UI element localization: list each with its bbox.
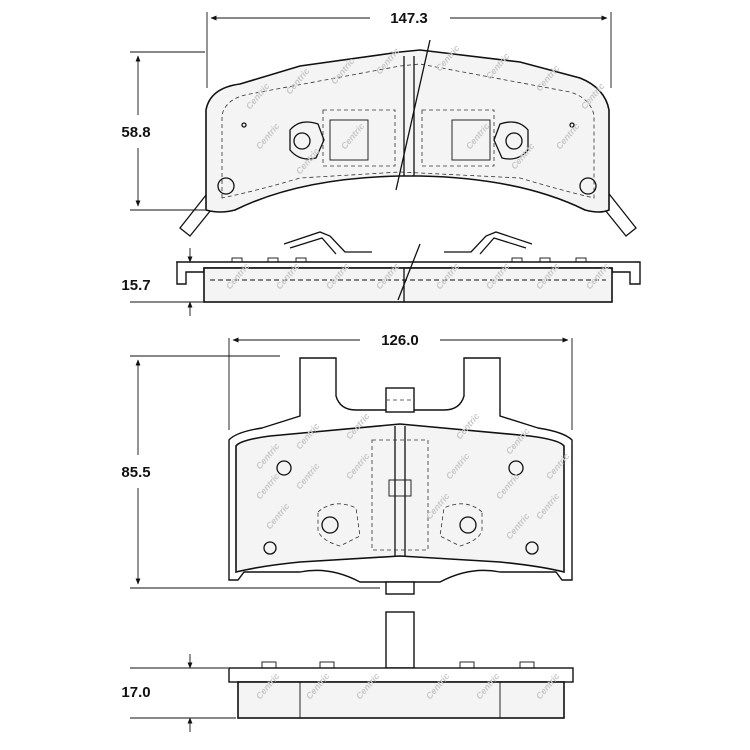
dimension-bottom-height: 85.5 [121, 355, 380, 589]
dim-label-bottom-thickness: 17.0 [121, 684, 150, 701]
bottom-pad-front-view [228, 357, 573, 595]
dimension-top-height: 58.8 [121, 51, 205, 211]
top-pad-front-view [179, 12, 637, 237]
top-pad-side-view [176, 231, 641, 303]
dimension-top-width: 147.3 [210, 10, 608, 27]
dim-label-top-height: 58.8 [121, 124, 150, 141]
bottom-width-dimension: 126.0 [228, 332, 573, 430]
dim-label-top-width: 147.3 [390, 10, 428, 27]
dimension-top-thickness: 15.7 [121, 248, 205, 316]
dim-label-bottom-width: 126.0 [381, 332, 419, 349]
bottom-pad-side-view [228, 611, 574, 719]
dim-label-bottom-height: 85.5 [121, 464, 150, 481]
dimension-bottom-thickness: 17.0 [121, 654, 236, 732]
dim-label-top-thickness: 15.7 [121, 277, 150, 294]
